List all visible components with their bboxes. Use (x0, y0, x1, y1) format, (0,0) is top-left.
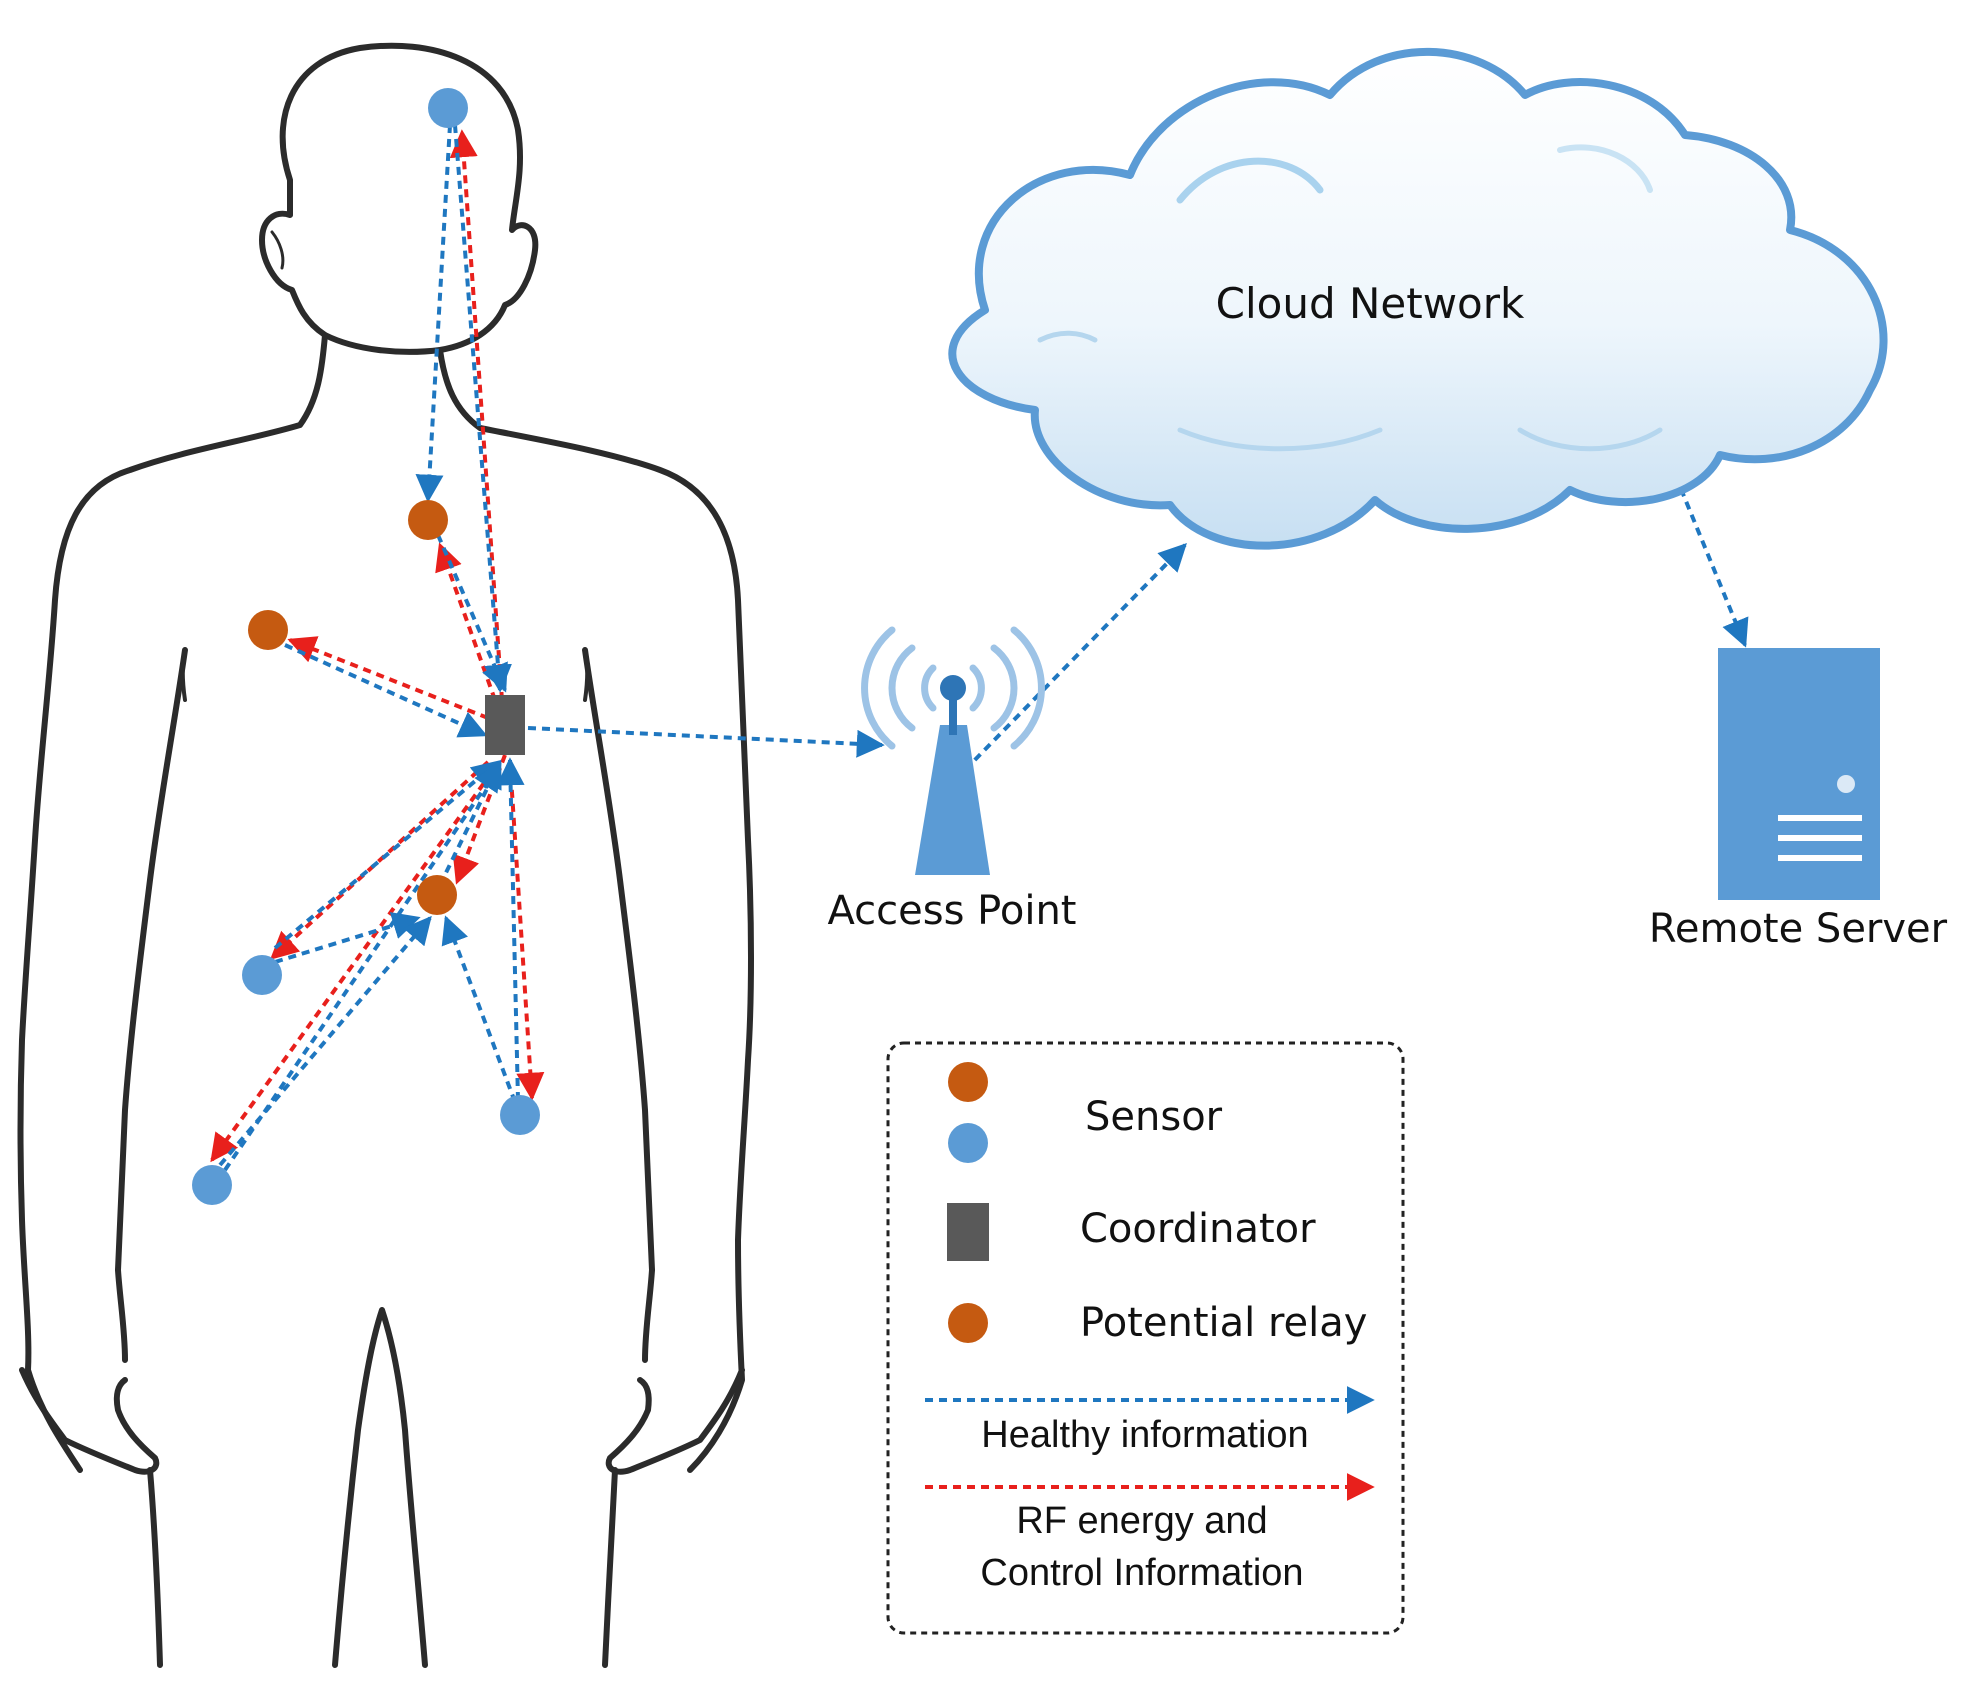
body-nodes (192, 88, 540, 1205)
relay-node-abdomen (417, 875, 457, 915)
legend-relay-swatch (948, 1303, 988, 1343)
cloud-network-label: Cloud Network (1216, 279, 1525, 328)
rf-arrow-hip-sensor (508, 761, 545, 1101)
legend-sensor-orange-swatch (948, 1062, 988, 1102)
human-body-outline (17, 42, 754, 1668)
head-outline (259, 42, 539, 355)
legend-healthy-label: Healthy information (981, 1414, 1308, 1456)
health-arrow-left-relay-to-coord (284, 643, 488, 738)
rf-arrow-head-sensor (449, 129, 504, 701)
rf-energy-links (210, 129, 545, 1163)
health-arrow-left-hand-to-coord (223, 762, 502, 1172)
access-point-label: Access Point (828, 888, 1077, 934)
rf-arrow-chest-relay (435, 542, 497, 701)
health-arrow-relay-to-coord (436, 534, 508, 693)
sensor-node-left-abdomen (242, 955, 282, 995)
cloud-icon (948, 47, 1888, 550)
health-arrow-hip-to-relay (441, 915, 517, 1103)
legend-sensor-label: Sensor (1085, 1094, 1223, 1140)
health-arrow-relay-to-coord-lower (438, 759, 502, 886)
health-arrow-left-abdomen-to-coord (273, 760, 501, 950)
sensor-node-hip (500, 1095, 540, 1135)
health-arrow-access-point-to-cloud (963, 542, 1187, 772)
health-arrow-hip-to-coord (496, 757, 525, 1101)
health-arrow-left-hand-to-relay (218, 915, 432, 1167)
coordinator-node (485, 695, 525, 755)
health-arrow-coord-to-access-point (527, 726, 885, 758)
rf-arrow-left-abdomen (269, 760, 490, 960)
right-hand-outline (605, 1267, 745, 1475)
sensor-node-left-hand (192, 1165, 232, 1205)
legend-rf-label-line2: Control Information (980, 1552, 1303, 1594)
rf-arrow-left-relay (287, 636, 489, 720)
left-hand-outline (19, 1267, 160, 1475)
remote-server-label: Remote Server (1649, 906, 1948, 952)
legs-outline (147, 1307, 618, 1668)
healthy-info-links (218, 124, 1749, 1172)
legend-coordinator-swatch (947, 1203, 989, 1261)
health-arrow-head-to-relay (415, 124, 452, 503)
sensor-node-head (428, 88, 468, 128)
legend-coordinator-label: Coordinator (1080, 1206, 1316, 1252)
health-arrow-left-abdomen-to-relay (274, 912, 421, 964)
relay-node-left-chest (248, 610, 288, 650)
server-icon (1718, 648, 1880, 900)
rf-arrow-left-hand (210, 770, 494, 1163)
antenna-tower-icon (861, 626, 1045, 875)
legend-relay-label: Potential relay (1080, 1300, 1367, 1346)
health-arrow-head-to-coord (453, 124, 512, 693)
legend-sensor-blue-swatch (948, 1123, 988, 1163)
rf-arrow-lower-relay (452, 754, 507, 885)
legend-rf-label-line1: RF energy and (1016, 1500, 1267, 1542)
relay-node-chest (408, 500, 448, 540)
torso-outline (17, 332, 754, 1473)
legend: Sensor Coordinator Potential relay Healt… (886, 1041, 1405, 1635)
